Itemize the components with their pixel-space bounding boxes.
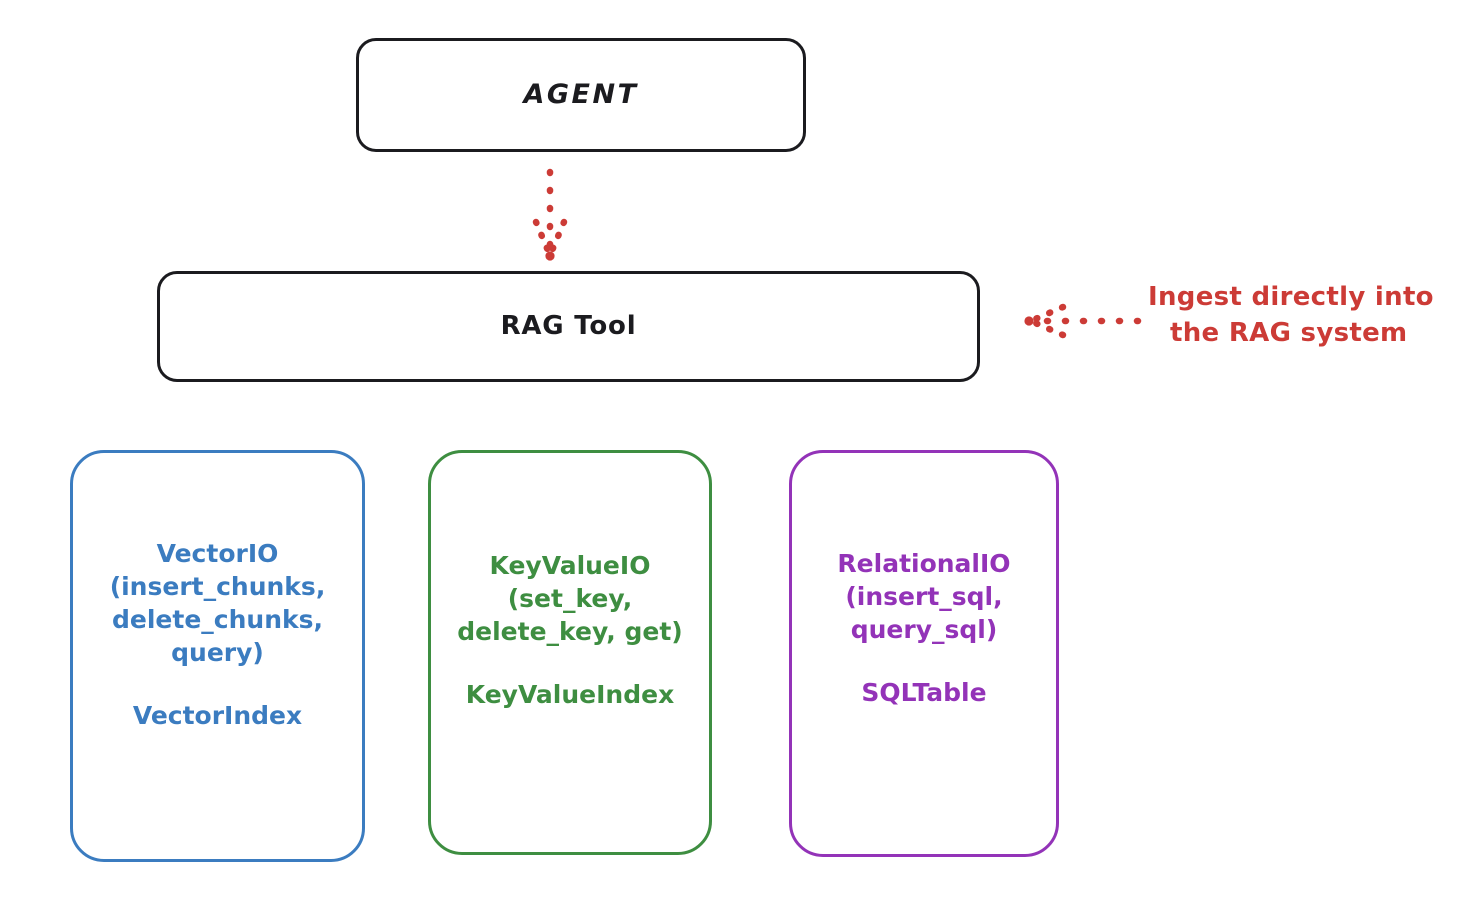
node-vector-io-index: VectorIndex: [132, 701, 303, 730]
annotation-ingest-line2: the RAG system: [1170, 317, 1408, 348]
node-agent-label: AGENT: [523, 78, 639, 110]
spacer: [837, 646, 1010, 676]
node-key-value-io-label: KeyValueIO (set_key, delete_key, get) Key…: [457, 453, 682, 711]
spacer: [110, 669, 326, 699]
edge-agent-to-rag-tool-icon: [532, 168, 568, 261]
node-rag-tool[interactable]: RAG Tool: [157, 271, 980, 382]
node-agent[interactable]: AGENT: [356, 38, 806, 152]
node-vector-io-api: VectorIO (insert_chunks, delete_chunks, …: [109, 539, 326, 667]
node-vector-io[interactable]: VectorIO (insert_chunks, delete_chunks, …: [70, 450, 365, 862]
annotation-ingest: Ingest directly into the RAG system: [1148, 280, 1478, 352]
node-relational-io[interactable]: RelationalIO (insert_sql, query_sql) SQLT…: [789, 450, 1059, 857]
node-relational-io-index: SQLTable: [861, 678, 987, 707]
node-relational-io-label: RelationalIO (insert_sql, query_sql) SQLT…: [837, 453, 1010, 709]
spacer: [457, 648, 682, 678]
node-rag-tool-label: RAG Tool: [500, 310, 637, 341]
node-key-value-io-index: KeyValueIndex: [465, 680, 675, 709]
node-key-value-io-api: KeyValueIO (set_key, delete_key, get): [457, 551, 683, 646]
node-relational-io-api: RelationalIO (insert_sql, query_sql): [837, 549, 1011, 644]
node-vector-io-label: VectorIO (insert_chunks, delete_chunks, …: [110, 453, 326, 732]
node-key-value-io[interactable]: KeyValueIO (set_key, delete_key, get) Key…: [428, 450, 712, 855]
annotation-ingest-line1: Ingest directly into: [1148, 282, 1434, 312]
edge-ingest-to-rag-tool-icon: [1024, 303, 1142, 339]
